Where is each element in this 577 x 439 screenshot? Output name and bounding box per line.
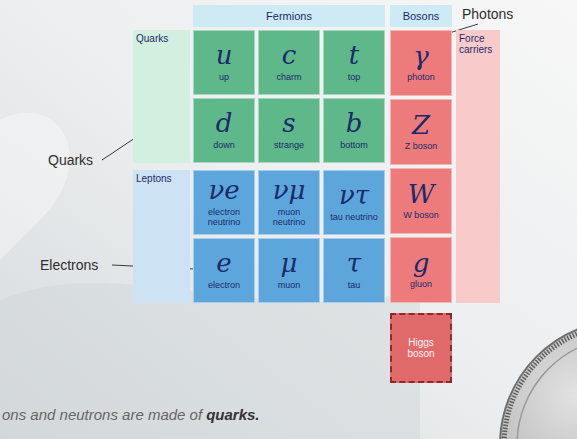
node-name: tau (348, 281, 361, 291)
particle-cell: ντ tau neutrino (323, 170, 385, 235)
caption-text: quarks. (206, 406, 259, 423)
particle-cell: e electron (193, 238, 255, 303)
backdrop-swirl (0, 283, 420, 439)
node-heading: τ (347, 250, 361, 277)
callout-label: Photons (462, 6, 513, 22)
particle-cell: g gluon (390, 237, 452, 303)
node-name: electron neutrino (196, 208, 252, 228)
particle-cell: b bottom (323, 98, 385, 163)
node-name: Z boson (405, 142, 438, 152)
callout-label: Electrons (40, 257, 98, 273)
particle-cell: μ muon (258, 238, 320, 303)
node-name: muon (278, 281, 301, 291)
node-heading: b (346, 110, 363, 137)
particle-cell: νμ muon neutrino (258, 170, 320, 235)
higgs-box: Higgs boson (390, 313, 452, 383)
particle-cell: W W boson (390, 168, 452, 234)
node-heading: Quarks (136, 33, 187, 44)
node-name: down (213, 141, 235, 151)
node-heading: c (282, 42, 297, 69)
particle-cell: τ tau (323, 238, 385, 303)
node-heading: Fermions (266, 10, 312, 22)
particle-cell: Z Z boson (390, 99, 452, 165)
coin (500, 320, 577, 439)
category-band: Force carriers (456, 30, 500, 303)
node-heading: Leptons (136, 173, 187, 184)
header-bar: Bosons (390, 5, 452, 27)
node-heading: e (216, 250, 231, 277)
node-heading: g (413, 250, 430, 277)
node-heading: s (282, 110, 295, 137)
particle-cell: d down (193, 98, 255, 163)
node-heading: u (216, 42, 233, 69)
node-heading: W (408, 181, 435, 208)
node-name: tau neutrino (330, 213, 378, 223)
node-heading: Force carriers (459, 33, 497, 55)
node-heading: Z (412, 112, 430, 139)
node-name: electron (208, 281, 240, 291)
category-band: Leptons (133, 170, 190, 303)
node-heading: Bosons (403, 10, 440, 22)
node-name: top (348, 73, 361, 83)
backdrop-swirl (0, 113, 70, 260)
header-bar: Fermions (193, 5, 385, 27)
node-name: strange (274, 141, 304, 151)
node-heading: d (216, 110, 233, 137)
node-name: W boson (403, 211, 439, 221)
particle-cell: γ photon (390, 30, 452, 96)
particle-cell: s strange (258, 98, 320, 163)
node-heading: μ (281, 250, 298, 277)
callout-label: Quarks (48, 152, 93, 168)
node-name: charm (276, 73, 301, 83)
node-heading: γ (413, 43, 429, 70)
node-name: bottom (340, 141, 368, 151)
particle-cell: νe electron neutrino (193, 170, 255, 235)
node-name: photon (407, 73, 435, 83)
node-heading: t (349, 42, 359, 69)
particle-cell: c charm (258, 30, 320, 95)
caption-text: ons and neutrons are made of (2, 406, 202, 423)
node-name: gluon (410, 280, 432, 290)
node-heading: νμ (273, 177, 306, 204)
node-heading: Higgs boson (395, 337, 447, 360)
category-band: Quarks (133, 30, 190, 163)
particle-cell: t top (323, 30, 385, 95)
particle-cell: u up (193, 30, 255, 95)
node-name: up (219, 73, 229, 83)
node-name: muon neutrino (261, 208, 317, 228)
node-heading: νe (208, 177, 239, 204)
node-heading: ντ (339, 182, 369, 209)
